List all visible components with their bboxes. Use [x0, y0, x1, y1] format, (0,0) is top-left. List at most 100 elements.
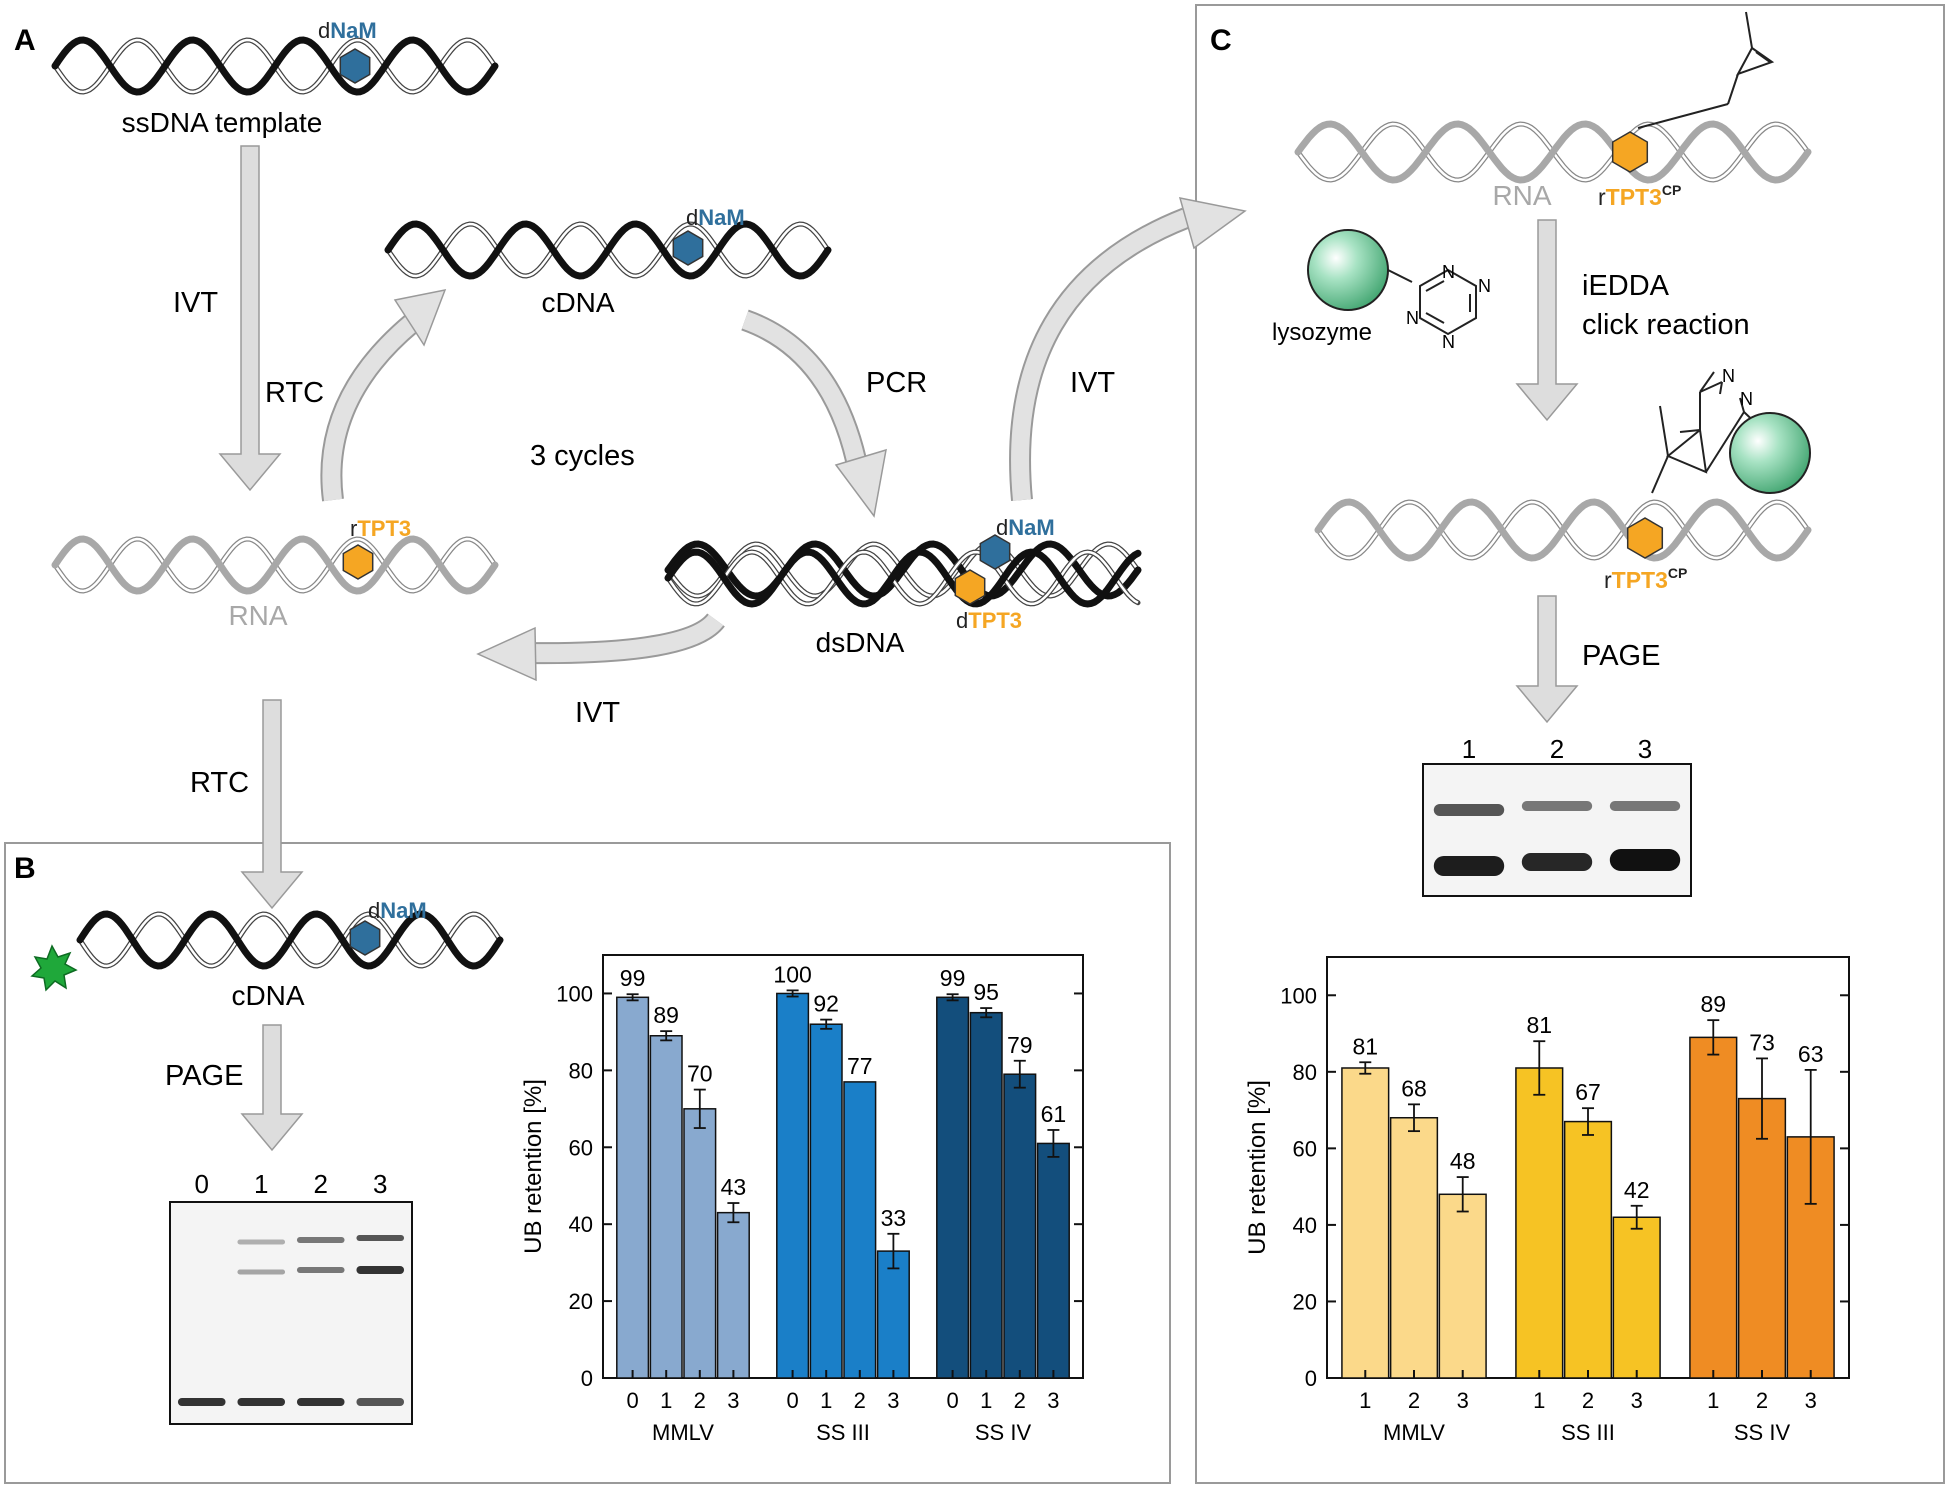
- chart-b-xtick-label-SSIII-2: 2: [854, 1388, 866, 1413]
- rna-label-a: RNA: [228, 600, 287, 631]
- chart-c-bar-SSIV-2: [1737, 1097, 1787, 1379]
- gel-b-band-3-2: [356, 1398, 405, 1406]
- lysozyme-ball-icon: [1307, 229, 1389, 311]
- chart-b-data-label-MMLV-2: 70: [687, 1061, 713, 1087]
- chart-b-ytick-label-20: 20: [569, 1289, 593, 1314]
- rtpt3cp-label-top: rTPT3CP: [1598, 182, 1681, 210]
- gel-c-band-1-0: [1433, 804, 1505, 816]
- chart-b-ytick-label-0: 0: [581, 1366, 593, 1391]
- chart-c-xtick-label-SSIII-2: 2: [1582, 1388, 1594, 1413]
- chart-c-group-label-SSIII: SS III: [1561, 1420, 1615, 1445]
- tetrazine-n3: N: [1406, 308, 1419, 328]
- chart-c-data-label-SSIV-3: 63: [1798, 1041, 1824, 1067]
- ivt-arrow-bottom: [476, 612, 725, 682]
- chart-b-data-label-MMLV-1: 89: [653, 1002, 679, 1028]
- chart-c-xtick-label-SSIII-3: 3: [1631, 1388, 1643, 1413]
- dsdna-helix-strand1: [664, 540, 1142, 600]
- chart-c-bar-MMLV-2: [1389, 1116, 1439, 1379]
- chart-b-group-label-SSIV: SS IV: [975, 1420, 1032, 1445]
- pyridazine-n2: N: [1740, 389, 1753, 409]
- chart-c-ytick-label-100: 100: [1280, 983, 1317, 1008]
- chart-b-xtick-label-MMLV-3: 3: [727, 1388, 739, 1413]
- click-arrow-c: [1515, 219, 1579, 422]
- chart-c-xtick-label-SSIV-3: 3: [1805, 1388, 1817, 1413]
- chart-c-data-label-MMLV-1: 81: [1352, 1033, 1378, 1059]
- chart-b-xtick-label-SSIV-0: 0: [946, 1388, 958, 1413]
- tetrazine-n2: N: [1478, 276, 1491, 296]
- ivt-label-bottom: IVT: [575, 697, 620, 729]
- chart-b-ytick-label-60: 60: [569, 1135, 593, 1160]
- chart-c-ylabel: UB retention [%]: [1244, 1080, 1271, 1255]
- click-adduct-structure: [1651, 371, 1764, 494]
- ivt-label-to-c: IVT: [1070, 367, 1115, 399]
- gel-b-band-3-0: [356, 1235, 405, 1241]
- chart-c-data-label-MMLV-3: 48: [1450, 1148, 1476, 1174]
- rtpt3cp-label-bottom: rTPT3CP: [1604, 565, 1687, 593]
- gel-b-band-2-0: [296, 1237, 345, 1243]
- gel-b-band-2-2: [296, 1398, 345, 1406]
- pyridazine-n1: N: [1722, 366, 1735, 386]
- chart-b-bar-MMLV-3: [716, 1211, 750, 1379]
- arrow-layer: [218, 145, 1579, 1152]
- chart-b-plot-frame: [602, 954, 1084, 1379]
- gel-c-band-3-1: [1609, 849, 1681, 871]
- dtpt3-label-dsdna: dTPT3: [956, 608, 1022, 633]
- cdna-helix-a: [384, 220, 832, 280]
- ssdna-template-label: ssDNA template: [122, 107, 323, 138]
- chart-b-xtick-label-SSIII-3: 3: [887, 1388, 899, 1413]
- chart-b-xtick-label-SSIV-3: 3: [1047, 1388, 1059, 1413]
- gel-b-band-1-2: [237, 1398, 286, 1406]
- chart-b-data-label-SSIII-3: 33: [881, 1205, 907, 1231]
- chart-c-group-label-MMLV: MMLV: [1383, 1420, 1445, 1445]
- lysozyme-ball-product-icon: [1729, 412, 1811, 494]
- cdna-label-a: cDNA: [541, 287, 614, 318]
- chart-c-xtick-label-MMLV-3: 3: [1457, 1388, 1469, 1413]
- gel-c-image: [1422, 763, 1692, 897]
- panel-letter-c: C: [1210, 24, 1232, 57]
- chart-c-data-label-SSIII-2: 67: [1575, 1079, 1601, 1105]
- chart-c-xtick-label-SSIII-1: 1: [1533, 1388, 1545, 1413]
- gel-b-lane-label-3: 3: [373, 1169, 387, 1199]
- cdna-helix-b: [76, 910, 504, 970]
- pcr-arrow: [741, 309, 887, 518]
- chart-b-bar-SSIII-2: [843, 1081, 877, 1379]
- dnam-label-b: dNaM: [368, 898, 427, 923]
- page-arrow-c: [1515, 595, 1579, 724]
- rtc-arrow-cycle: [320, 288, 447, 502]
- chart-b-data-label-MMLV-0: 99: [620, 965, 646, 991]
- chart-b-xtick-label-MMLV-2: 2: [694, 1388, 706, 1413]
- gel-c-lane-label-3: 3: [1638, 734, 1652, 764]
- chart-c-ytick-label-80: 80: [1293, 1060, 1317, 1085]
- gel-c-band-2-1: [1521, 853, 1593, 871]
- chart-c-xtick-label-MMLV-1: 1: [1359, 1388, 1371, 1413]
- chart-b-ytick-label-80: 80: [569, 1058, 593, 1083]
- chart-b-data-label-SSIV-1: 95: [973, 979, 999, 1005]
- chart-b-ylabel: UB retention [%]: [520, 1079, 547, 1254]
- gel-c-band-3-0: [1609, 801, 1681, 811]
- chart-b-bar-MMLV-1: [649, 1035, 683, 1379]
- chart-b-data-label-SSIV-2: 79: [1007, 1032, 1033, 1058]
- panel-letter-a: A: [14, 24, 36, 57]
- gel-b-band-2-1: [296, 1267, 345, 1273]
- chart-b-bar-SSIV-2: [1003, 1073, 1037, 1379]
- chart-b-group-label-MMLV: MMLV: [652, 1420, 714, 1445]
- rna-label-c: RNA: [1492, 180, 1551, 211]
- lysozyme-label: lysozyme: [1272, 319, 1372, 346]
- reaction-label-line1: iEDDA: [1582, 270, 1670, 302]
- chart-b-data-label-SSIV-3: 61: [1041, 1101, 1067, 1127]
- gel-c-band-2-0: [1521, 801, 1593, 811]
- chart-c-bar-MMLV-3: [1438, 1193, 1487, 1379]
- tetrazine-n1: N: [1442, 262, 1455, 282]
- chart-c-xtick-label-MMLV-2: 2: [1408, 1388, 1420, 1413]
- gel-c-lane-label-1: 1: [1462, 734, 1476, 764]
- chart-c-ytick-label-20: 20: [1293, 1289, 1317, 1314]
- chart-c-bar-MMLV-1: [1341, 1067, 1390, 1379]
- chart-c-bar-SSIII-3: [1612, 1216, 1661, 1379]
- panel-letter-b: B: [14, 852, 36, 885]
- pcr-label: PCR: [866, 367, 927, 399]
- chart-b-data-label-SSIII-1: 92: [813, 991, 839, 1017]
- ivt-arrow-left: [218, 145, 282, 492]
- dsdna-helix-strand2: [664, 548, 1142, 608]
